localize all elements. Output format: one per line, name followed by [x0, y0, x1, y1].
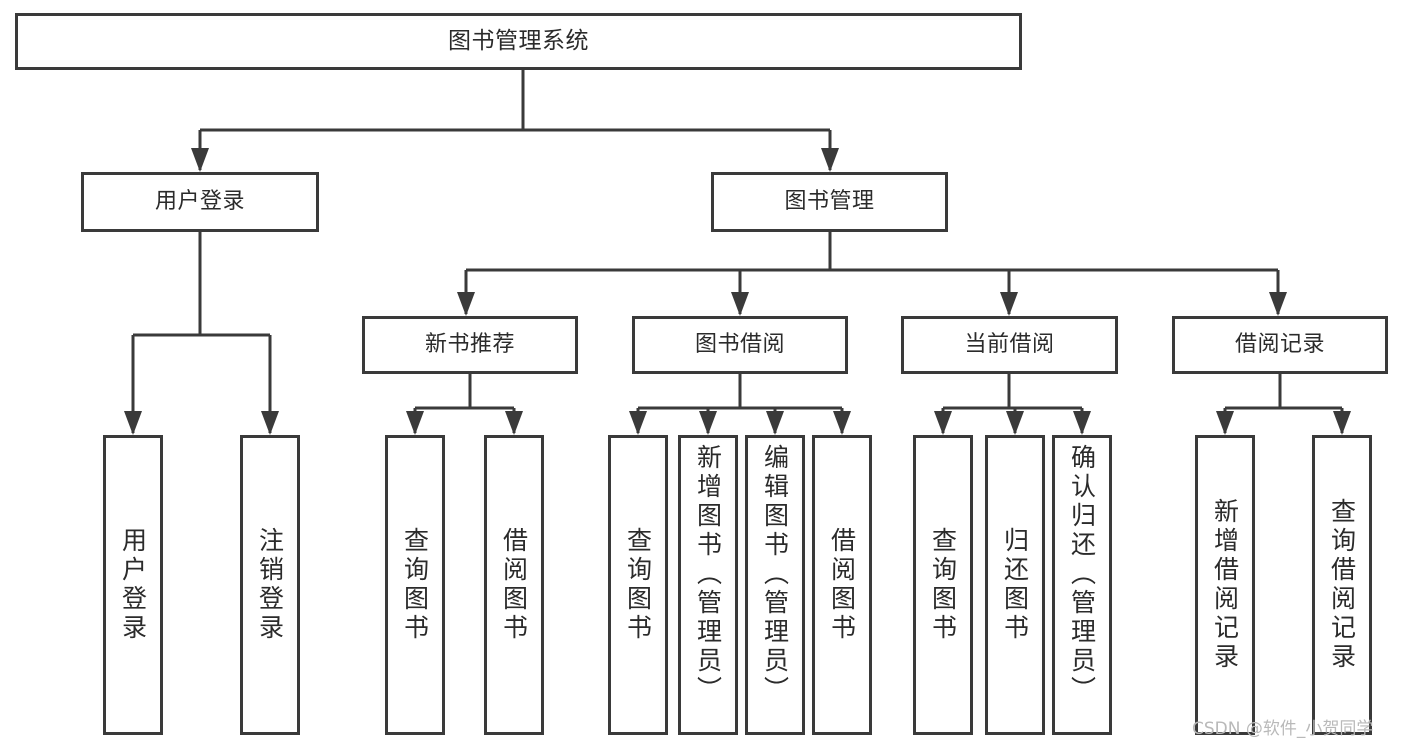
node-label: 图书借阅	[694, 332, 785, 358]
node-book-manage[interactable]: 图书管理	[711, 172, 948, 232]
node-label: 确认归还（管理员）	[1067, 444, 1097, 705]
arrowhead-icon	[191, 148, 209, 172]
node-leaf-query-book-3[interactable]: 查询图书	[913, 435, 973, 735]
node-leaf-user-logout[interactable]: 注销登录	[240, 435, 300, 735]
arrowhead-icon	[124, 411, 142, 435]
node-leaf-borrow-book-2[interactable]: 借阅图书	[812, 435, 872, 735]
node-leaf-user-login[interactable]: 用户登录	[103, 435, 163, 735]
connector-lines	[124, 70, 1351, 435]
arrowhead-icon	[1333, 411, 1351, 435]
arrowhead-icon	[731, 292, 749, 316]
arrowhead-icon	[261, 411, 279, 435]
arrowhead-icon	[1269, 292, 1287, 316]
arrowhead-icon	[406, 411, 424, 435]
arrowhead-icon	[934, 411, 952, 435]
node-label: 图书管理系统	[448, 27, 589, 54]
arrowhead-icon	[629, 411, 647, 435]
arrowhead-icon	[1073, 411, 1091, 435]
node-label: 编辑图书（管理员）	[760, 444, 790, 705]
node-leaf-borrow-book-1[interactable]: 借阅图书	[484, 435, 544, 735]
node-label: 查询图书	[928, 527, 958, 643]
node-label: 注销登录	[255, 527, 285, 643]
node-label: 查询借阅记录	[1327, 498, 1357, 672]
node-leaf-query-record[interactable]: 查询借阅记录	[1312, 435, 1372, 735]
node-leaf-query-book-2[interactable]: 查询图书	[608, 435, 668, 735]
node-leaf-add-record[interactable]: 新增借阅记录	[1195, 435, 1255, 735]
arrowhead-icon	[766, 411, 784, 435]
node-label: 借阅记录	[1234, 332, 1325, 358]
node-leaf-add-book[interactable]: 新增图书（管理员）	[678, 435, 738, 735]
node-borrow-record[interactable]: 借阅记录	[1172, 316, 1388, 374]
arrowhead-icon	[1006, 411, 1024, 435]
node-label: 归还图书	[1000, 527, 1030, 643]
arrowhead-icon	[821, 148, 839, 172]
node-label: 查询图书	[623, 527, 653, 643]
arrowhead-icon	[457, 292, 475, 316]
node-label: 当前借阅	[964, 332, 1055, 358]
node-user-login[interactable]: 用户登录	[81, 172, 319, 232]
node-label: 借阅图书	[827, 527, 857, 643]
arrowhead-icon	[699, 411, 717, 435]
node-label: 用户登录	[154, 189, 245, 215]
node-label: 用户登录	[118, 527, 148, 643]
node-label: 借阅图书	[499, 527, 529, 643]
arrowhead-icon	[505, 411, 523, 435]
node-new-book-recommend[interactable]: 新书推荐	[362, 316, 578, 374]
node-book-borrow[interactable]: 图书借阅	[632, 316, 848, 374]
node-label: 新增借阅记录	[1210, 498, 1240, 672]
node-root[interactable]: 图书管理系统	[15, 13, 1022, 70]
arrowhead-icon	[1216, 411, 1234, 435]
node-label: 查询图书	[400, 527, 430, 643]
node-leaf-query-book-1[interactable]: 查询图书	[385, 435, 445, 735]
node-leaf-confirm-return[interactable]: 确认归还（管理员）	[1052, 435, 1112, 735]
node-label: 新增图书（管理员）	[693, 444, 723, 705]
node-label: 图书管理	[784, 189, 875, 215]
arrowhead-icon	[1000, 292, 1018, 316]
node-label: 新书推荐	[424, 332, 515, 358]
node-leaf-return-book[interactable]: 归还图书	[985, 435, 1045, 735]
arrowhead-icon	[833, 411, 851, 435]
node-current-borrow[interactable]: 当前借阅	[901, 316, 1118, 374]
node-leaf-edit-book[interactable]: 编辑图书（管理员）	[745, 435, 805, 735]
